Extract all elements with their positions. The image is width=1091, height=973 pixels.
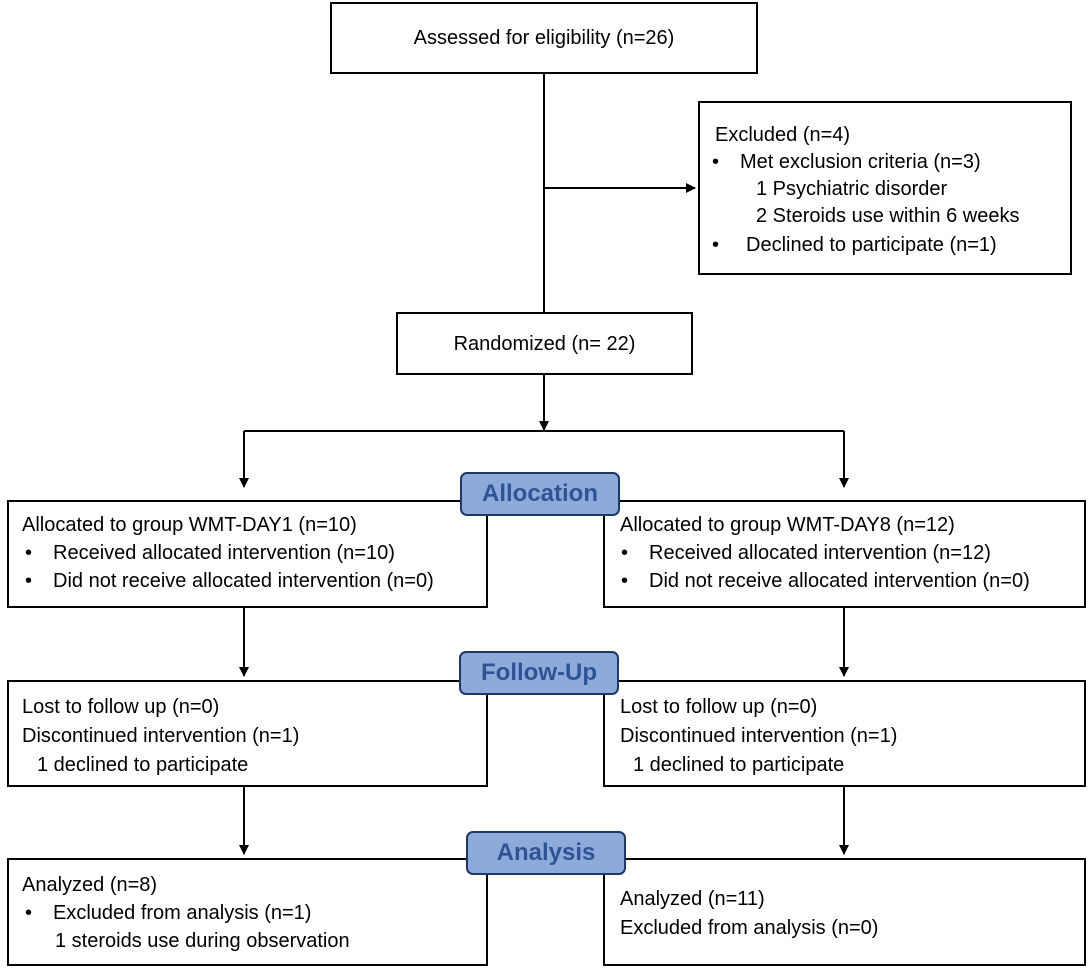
assessed-label: Assessed for eligibility (n=26) bbox=[413, 27, 675, 49]
right-followup-line-1: Lost to follow up (n=0) bbox=[620, 696, 818, 718]
bullet-icon: • bbox=[712, 151, 720, 173]
excluded-title: Excluded (n=4) bbox=[715, 124, 851, 146]
excluded-item-1-text: Met exclusion criteria (n=3) bbox=[740, 151, 981, 173]
excluded-subitem-2: 2 Steroids use within 6 weeks bbox=[756, 205, 1020, 227]
right-analysis-line-1: Analyzed (n=11) bbox=[620, 888, 765, 910]
left-followup-line-1: Lost to follow up (n=0) bbox=[22, 696, 220, 718]
left-analysis-item-1: • Excluded from analysis (n=1) bbox=[25, 900, 311, 927]
right-analysis-line-2: Excluded from analysis (n=0) bbox=[620, 917, 879, 939]
excluded-item-2: • Declined to participate (n=1) bbox=[712, 232, 997, 259]
left-followup-box: Lost to follow up (n=0) Discontinued int… bbox=[7, 680, 488, 787]
left-allocation-item-2: • Did not receive allocated intervention … bbox=[25, 568, 434, 595]
right-allocation-title: Allocated to group WMT-DAY8 (n=12) bbox=[620, 514, 955, 536]
right-analysis-box: Analyzed (n=11) Excluded from analysis (… bbox=[603, 858, 1086, 966]
left-allocation-box: Allocated to group WMT-DAY1 (n=10) • Rece… bbox=[7, 500, 488, 608]
right-followup-box: Lost to follow up (n=0) Discontinued int… bbox=[603, 680, 1086, 787]
stage-followup-label: Follow-Up bbox=[459, 651, 619, 695]
bullet-icon: • bbox=[25, 542, 33, 564]
left-analysis-title: Analyzed (n=8) bbox=[22, 874, 158, 896]
left-analysis-item-1-text: Excluded from analysis (n=1) bbox=[53, 902, 312, 924]
excluded-box: Excluded (n=4) • Met exclusion criteria (… bbox=[698, 101, 1072, 275]
randomized-box: Randomized (n= 22) bbox=[396, 312, 693, 375]
right-followup-line-3: 1 declined to participate bbox=[633, 754, 845, 776]
randomized-label: Randomized (n= 22) bbox=[453, 333, 636, 355]
stage-allocation-label: Allocation bbox=[460, 472, 620, 516]
stage-analysis-label: Analysis bbox=[466, 831, 626, 875]
left-allocation-item-1: • Received allocated intervention (n=10) bbox=[25, 540, 395, 567]
left-analysis-box: Analyzed (n=8) • Excluded from analysis (… bbox=[7, 858, 488, 966]
bullet-icon: • bbox=[621, 542, 629, 564]
left-allocation-item-2-text: Did not receive allocated intervention (… bbox=[53, 570, 434, 592]
right-followup-line-2: Discontinued intervention (n=1) bbox=[620, 725, 898, 747]
excluded-subitem-1: 1 Psychiatric disorder bbox=[756, 178, 948, 200]
left-followup-line-2: Discontinued intervention (n=1) bbox=[22, 725, 300, 747]
excluded-item-1: • Met exclusion criteria (n=3) bbox=[712, 149, 981, 176]
left-allocation-item-1-text: Received allocated intervention (n=10) bbox=[53, 542, 395, 564]
bullet-icon: • bbox=[25, 570, 33, 592]
bullet-icon: • bbox=[25, 902, 33, 924]
right-allocation-item-2: • Did not receive allocated intervention … bbox=[621, 568, 1030, 595]
left-followup-line-3: 1 declined to participate bbox=[37, 754, 249, 776]
right-allocation-item-1: • Received allocated intervention (n=12) bbox=[621, 540, 991, 567]
assessed-box: Assessed for eligibility (n=26) bbox=[330, 2, 758, 74]
right-allocation-item-2-text: Did not receive allocated intervention (… bbox=[649, 570, 1030, 592]
bullet-icon: • bbox=[621, 570, 629, 592]
excluded-item-2-text: Declined to participate (n=1) bbox=[746, 234, 997, 256]
left-analysis-subitem-1: 1 steroids use during observation bbox=[55, 930, 350, 952]
right-allocation-box: Allocated to group WMT-DAY8 (n=12) • Rece… bbox=[603, 500, 1086, 608]
left-allocation-title: Allocated to group WMT-DAY1 (n=10) bbox=[22, 514, 357, 536]
bullet-icon: • bbox=[712, 234, 720, 256]
right-allocation-item-1-text: Received allocated intervention (n=12) bbox=[649, 542, 991, 564]
